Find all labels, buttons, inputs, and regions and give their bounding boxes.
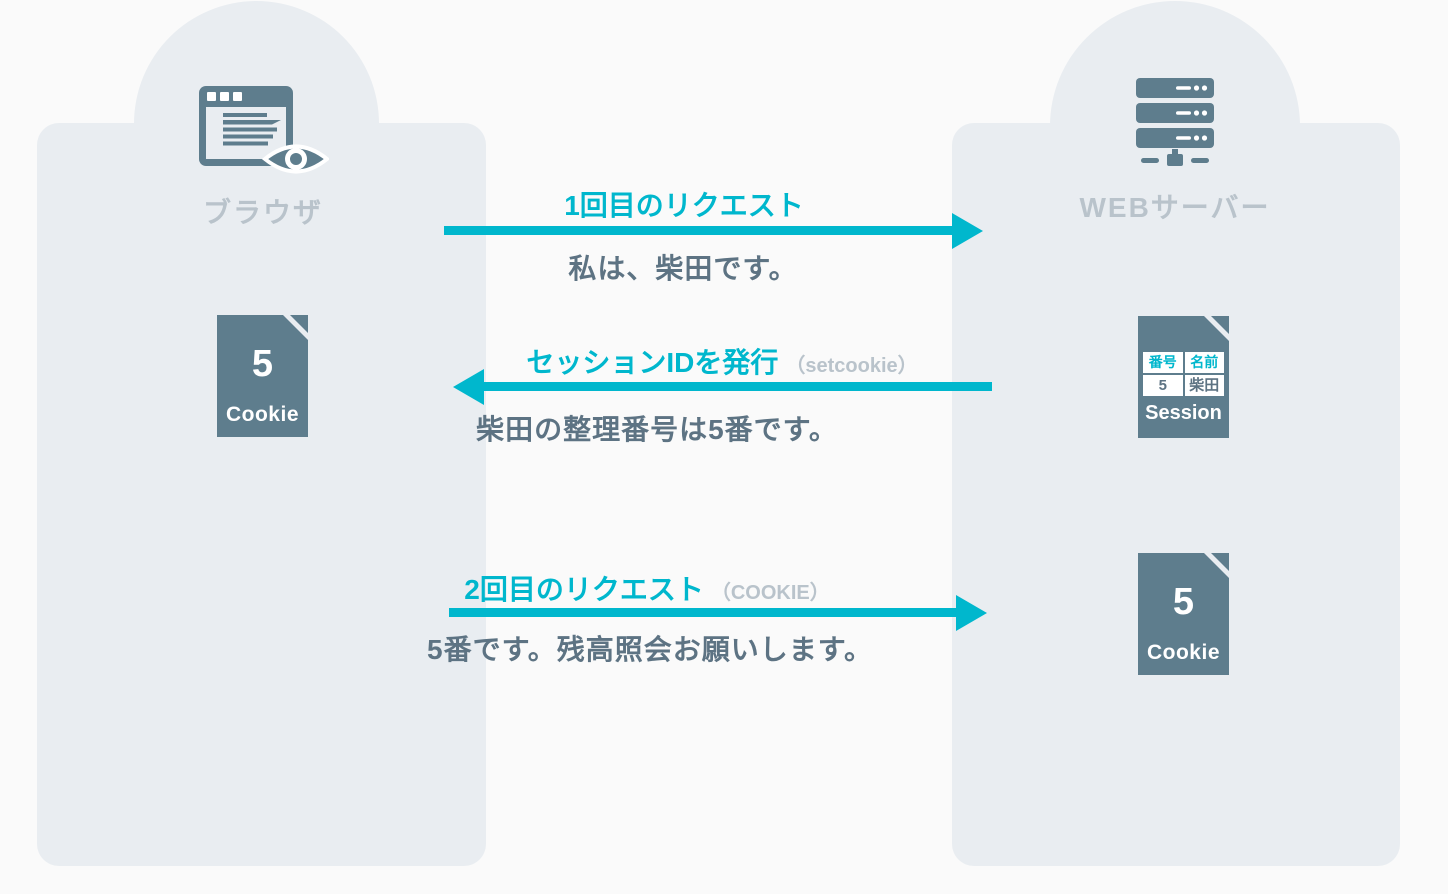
session-table-header-name: 名前 xyxy=(1184,352,1224,373)
browser-cookie-label: Cookie xyxy=(225,403,299,426)
server-label: WEBサーバー xyxy=(1079,192,1271,223)
session-table: 番号 名前 5 柴田 xyxy=(1143,352,1224,396)
browser-cookie-value: 5 xyxy=(251,343,274,385)
server-stack-icon xyxy=(1136,78,1214,166)
session-table-header-number: 番号 xyxy=(1143,352,1183,373)
server-cookie-value: 5 xyxy=(1172,581,1195,623)
message-3-body: 5番です。残高照会お願いします。 xyxy=(427,634,873,665)
message-3-title-text: 2回目のリクエスト xyxy=(464,574,704,605)
message-2-body: 柴田の整理番号は5番です。 xyxy=(476,414,838,445)
browser-label: ブラウザ xyxy=(202,197,324,228)
message-3-title-suffix: （COOKIE） xyxy=(710,582,830,604)
browser-window-eye-icon xyxy=(199,86,329,174)
session-table-cell-number: 5 xyxy=(1143,375,1183,396)
server-panel xyxy=(952,123,1400,866)
message-2-title: セッションIDを発行 （setcookie） xyxy=(526,341,917,381)
server-cookie-document: 5 Cookie xyxy=(1138,553,1229,675)
arrow-1-shaft xyxy=(444,226,954,235)
document-folded-corner-icon xyxy=(217,315,308,437)
message-2-title-suffix: （setcookie） xyxy=(785,355,918,377)
message-3-title: 2回目のリクエスト （COOKIE） xyxy=(464,568,829,608)
server-cookie-label: Cookie xyxy=(1146,641,1220,664)
browser-cookie-document: 5 Cookie xyxy=(217,315,308,437)
arrow-3-shaft xyxy=(449,608,957,617)
server-session-document: 番号 名前 5 柴田 Session xyxy=(1138,316,1229,438)
browser-panel xyxy=(37,123,486,866)
session-label: Session xyxy=(1145,402,1222,424)
message-2-title-text: セッションIDを発行 xyxy=(526,347,779,378)
arrow-2-head-left xyxy=(453,369,484,405)
document-folded-corner-icon xyxy=(1138,316,1229,438)
session-table-cell-name: 柴田 xyxy=(1184,375,1224,396)
arrow-1-head-right xyxy=(952,213,983,249)
arrow-2-shaft xyxy=(483,382,992,391)
message-1-title-text: 1回目のリクエスト xyxy=(564,190,804,221)
arrow-3-head-right xyxy=(956,595,987,631)
document-folded-corner-icon xyxy=(1138,553,1229,675)
message-1-title: 1回目のリクエスト xyxy=(564,184,804,224)
message-1-body: 私は、柴田です。 xyxy=(568,253,798,284)
